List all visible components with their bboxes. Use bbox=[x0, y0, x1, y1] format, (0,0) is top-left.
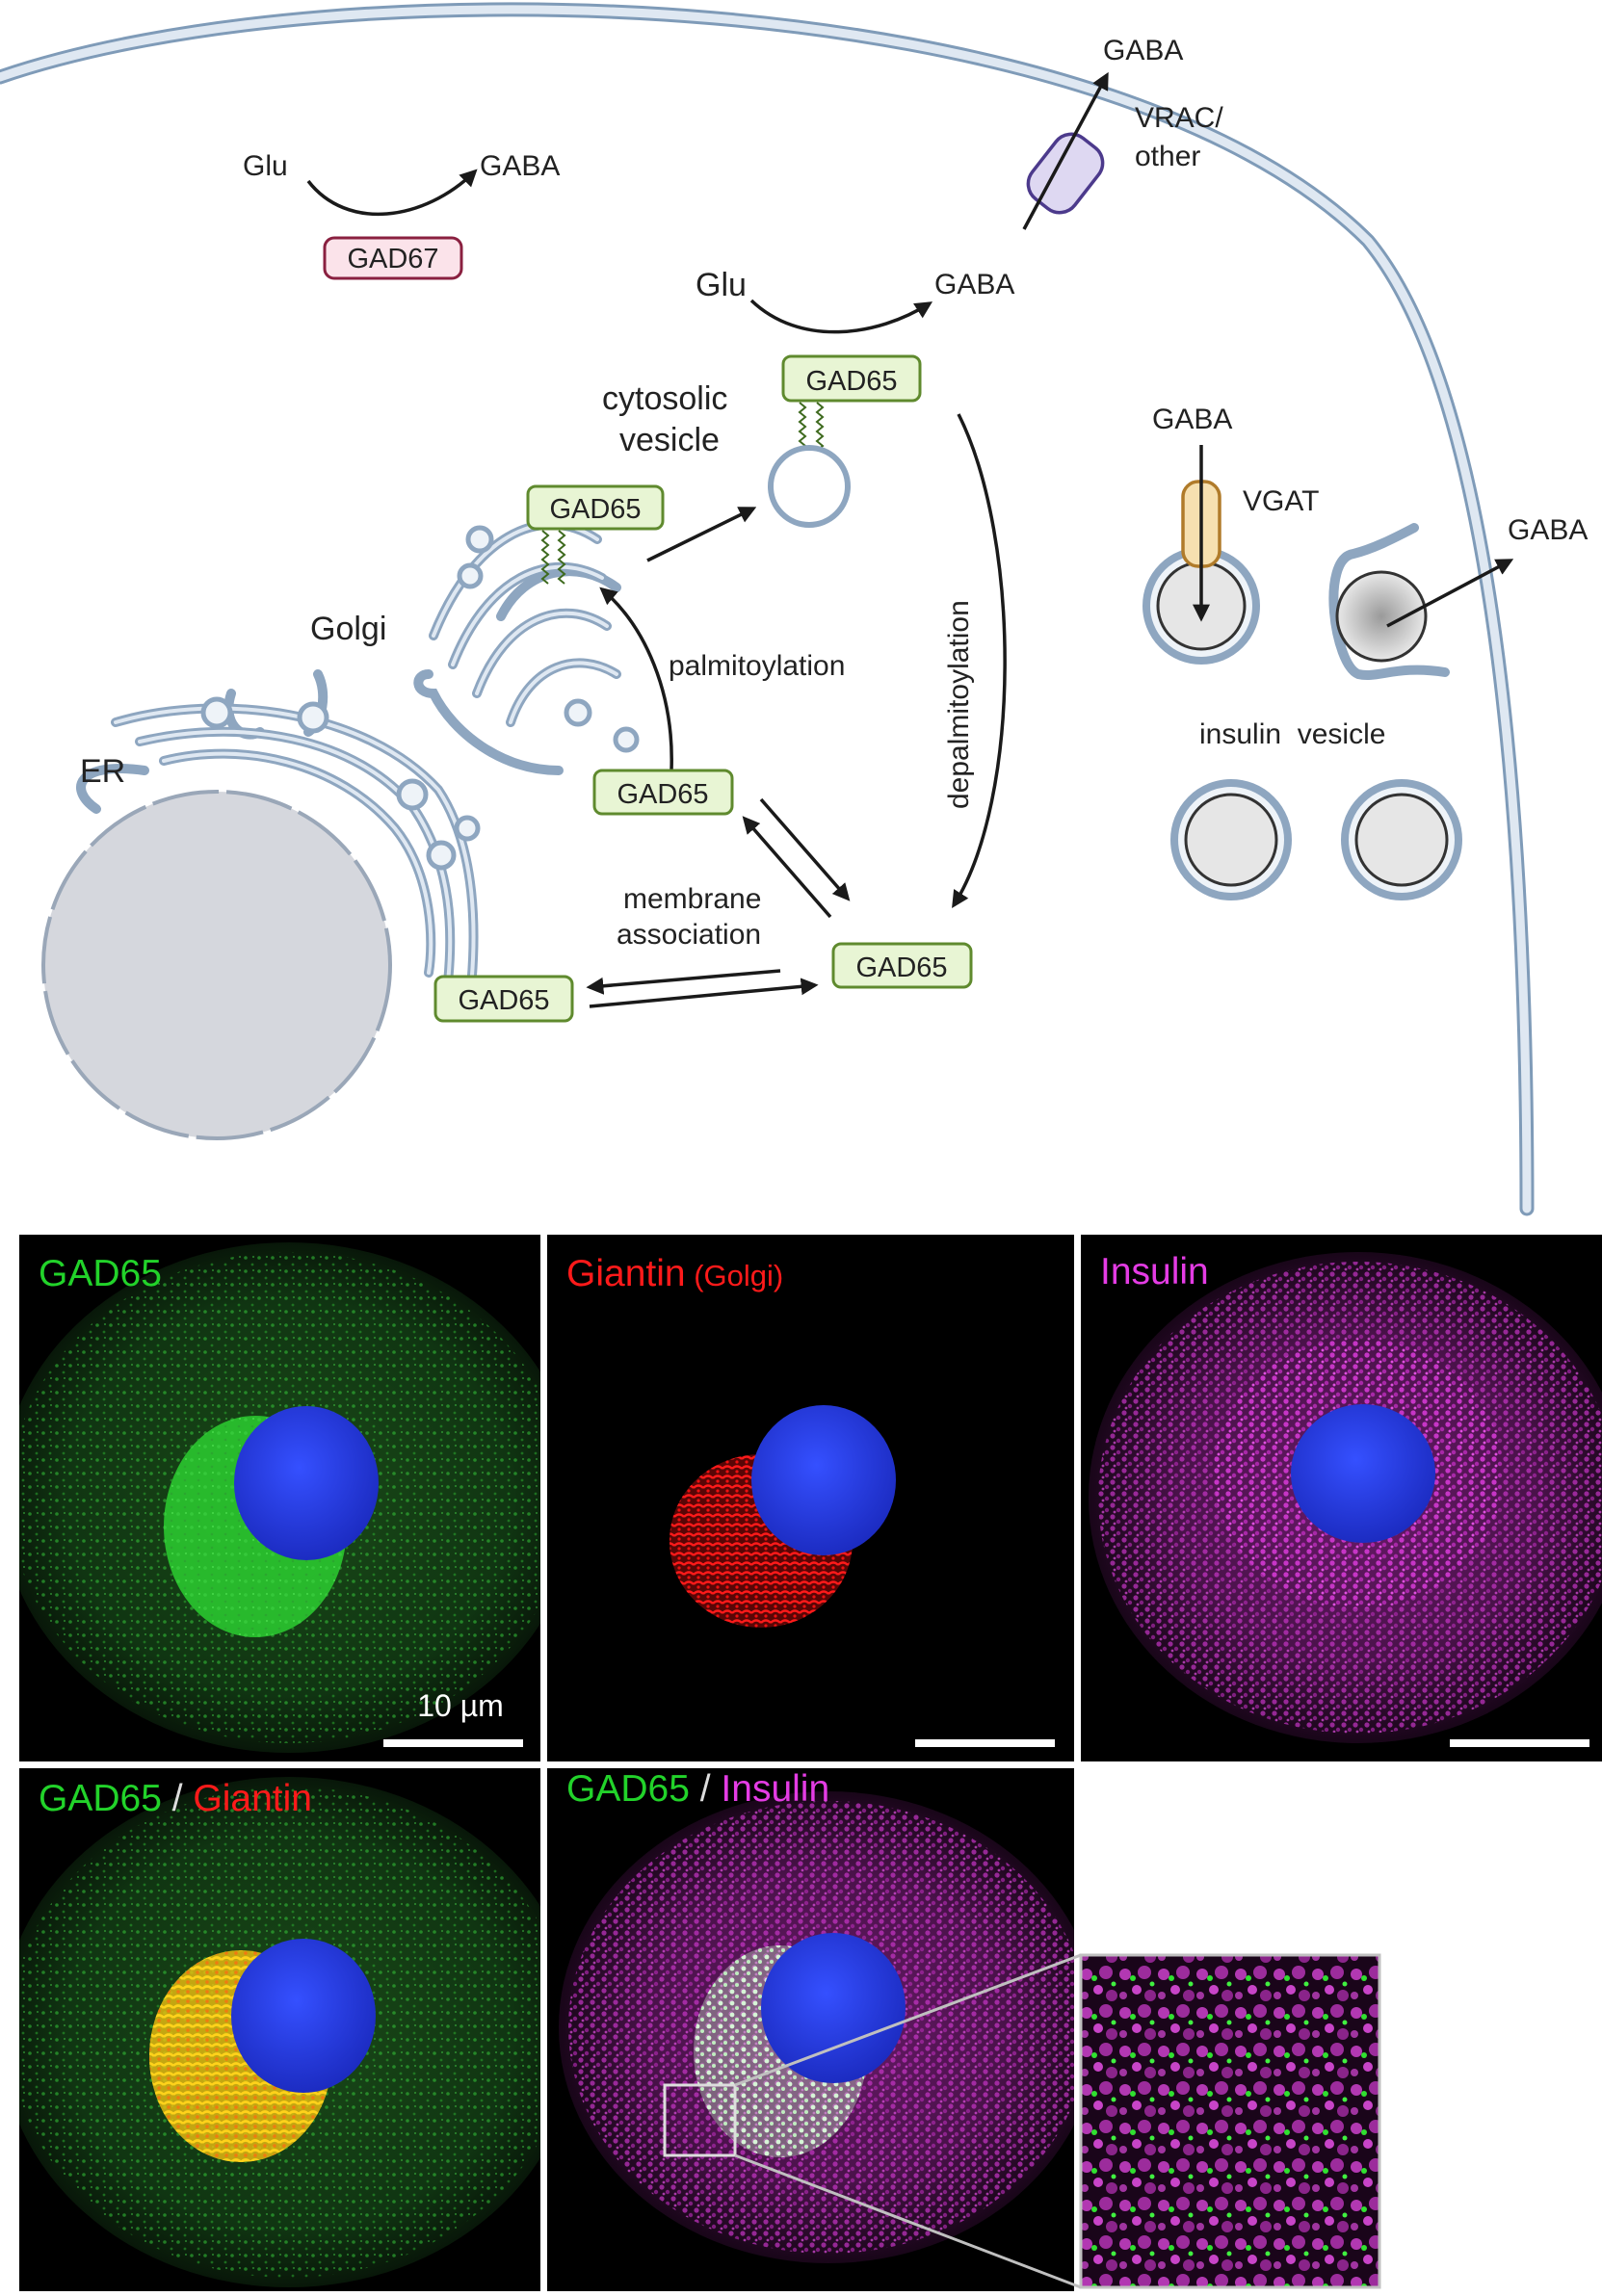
gaba-label-exocytosis: GABA bbox=[1508, 514, 1588, 546]
panel-title-part: Giantin bbox=[566, 1253, 686, 1294]
gaba-label-vrac: GABA bbox=[1103, 35, 1183, 66]
gad65-golgi-exit-label: GAD65 bbox=[617, 779, 708, 810]
zoom-connector bbox=[734, 1953, 1082, 2087]
micrograph-gad65 bbox=[19, 1235, 540, 1761]
gaba-label-gad65: GABA bbox=[934, 269, 1014, 300]
gad65-vesicle-box bbox=[781, 354, 922, 403]
gad67-label: GAD67 bbox=[347, 244, 438, 274]
gad65-golgi-label: GAD65 bbox=[549, 494, 641, 525]
glu-label-gad67: Glu bbox=[243, 150, 288, 182]
glu-to-gaba-arrow-gad67 bbox=[306, 169, 478, 217]
palmitoylation-label: palmitoylation bbox=[669, 650, 845, 682]
panel-title-gad65-insulin: GAD65 / Insulin bbox=[566, 1768, 829, 1810]
palmitoylation-arrow bbox=[599, 587, 673, 771]
zoom-connector bbox=[734, 2153, 1082, 2289]
vrac-label-line2: other bbox=[1135, 141, 1200, 172]
scale-bar bbox=[915, 1739, 1055, 1747]
exocytosis-vesicle bbox=[1335, 570, 1428, 663]
insulin-vesicle-label: insulin vesicle bbox=[1199, 718, 1385, 750]
membrane-association-arrow-left bbox=[586, 969, 781, 995]
panel-title-part: GAD65 bbox=[566, 1768, 690, 1810]
nucleus-stain bbox=[751, 1405, 896, 1555]
glu-to-gaba-arrow-gad65 bbox=[749, 299, 933, 334]
vgat-label: VGAT bbox=[1243, 485, 1319, 517]
gad65-er-label: GAD65 bbox=[458, 985, 549, 1016]
palmitoyl-anchor-icon bbox=[540, 530, 566, 585]
panel-title-giantin: Giantin (Golgi) bbox=[566, 1253, 783, 1294]
nucleus bbox=[41, 790, 392, 1140]
cytosolic-vesicle-label-line2: vesicle bbox=[619, 422, 720, 458]
micrograph-gad65-insulin bbox=[547, 1768, 1074, 2291]
micrograph-insulin bbox=[1081, 1235, 1602, 1761]
panel-title-part: Insulin bbox=[721, 1768, 829, 1810]
panel-title-gad65: GAD65 bbox=[39, 1253, 162, 1294]
gad65-cytosol-label: GAD65 bbox=[855, 952, 947, 983]
golgi-label: Golgi bbox=[310, 611, 386, 647]
gad65-cytosol-box bbox=[831, 942, 973, 989]
vrac-arrow bbox=[1022, 71, 1109, 230]
gad65-er-box bbox=[433, 975, 574, 1023]
membrane-association-arrow-right bbox=[589, 978, 819, 1008]
er-label: ER bbox=[80, 753, 125, 790]
cytosolic-vesicle bbox=[768, 445, 851, 528]
membrane-association-label-line2: association bbox=[617, 919, 761, 951]
membrane-association-label-line1: membrane bbox=[623, 883, 761, 915]
panel-title-part: GAD65 bbox=[39, 1778, 162, 1819]
scale-bar bbox=[1450, 1739, 1589, 1747]
scale-bar bbox=[383, 1739, 523, 1747]
glu-label-gad65: Glu bbox=[696, 267, 747, 303]
panel-title-part: Giantin bbox=[193, 1778, 312, 1819]
scale-bar-label: 10 µm bbox=[417, 1688, 504, 1723]
gaba-label-gad67: GABA bbox=[480, 150, 560, 182]
gad65-golgi-exit-box bbox=[592, 769, 734, 816]
vrac-channel bbox=[1026, 132, 1105, 215]
exocytosis-membrane bbox=[1328, 523, 1450, 680]
exocytosis-arrow bbox=[1386, 559, 1514, 628]
nucleus-stain bbox=[1291, 1404, 1435, 1543]
palmitoyl-anchor-icon bbox=[798, 402, 825, 452]
panel-title-part: Insulin bbox=[1100, 1251, 1209, 1292]
gad67-box bbox=[323, 236, 463, 280]
panel-title-part: GAD65 bbox=[39, 1253, 162, 1294]
gaba-label-vgat: GABA bbox=[1152, 404, 1232, 435]
gad65-vesicle-label: GAD65 bbox=[805, 366, 897, 397]
cytosolic-vesicle-label-line1: cytosolic bbox=[602, 380, 727, 417]
golgi-shape bbox=[413, 519, 621, 775]
nucleus-stain bbox=[231, 1939, 376, 2093]
reversible-arrow-down bbox=[759, 797, 851, 901]
micrograph-gad65-giantin bbox=[19, 1768, 540, 2291]
panel-title-part: / bbox=[690, 1768, 722, 1810]
panel-title-part: (Golgi) bbox=[686, 1259, 784, 1292]
panel-title-gad65-giantin: GAD65 / Giantin bbox=[39, 1778, 312, 1819]
gad65-golgi-box bbox=[526, 484, 665, 531]
golgi-to-vesicle-arrow bbox=[646, 507, 757, 562]
nucleus-stain bbox=[761, 1933, 906, 2083]
panel-title-insulin: Insulin bbox=[1100, 1251, 1209, 1292]
schematic: ER Golgi Glu GABA GAD67 bbox=[0, 2, 1588, 1216]
vrac-label-line1: VRAC/ bbox=[1135, 102, 1223, 134]
zoom-inset bbox=[1079, 1953, 1381, 2289]
depalmitoylation-label: depalmitoylation bbox=[943, 600, 975, 809]
panel-title-part: / bbox=[162, 1778, 194, 1819]
reversible-arrow-up bbox=[742, 816, 832, 919]
nucleus-stain bbox=[234, 1406, 379, 1560]
depalmitoylation-arrow bbox=[952, 413, 1007, 909]
zoom-region-box bbox=[663, 2083, 737, 2157]
micrograph-grid: GAD65 Giantin (Golgi) Insulin GAD65 / Gi… bbox=[19, 1235, 1602, 2291]
micrograph-giantin bbox=[547, 1235, 1074, 1761]
